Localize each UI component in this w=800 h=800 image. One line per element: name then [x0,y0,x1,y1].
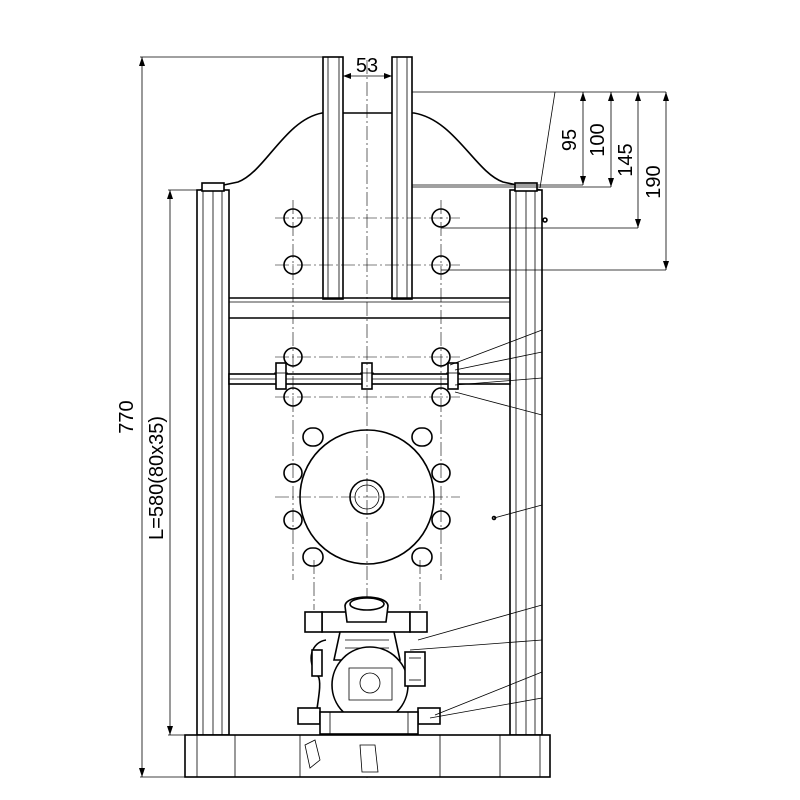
back-plate [229,297,510,319]
dimension-offsets: 95 100 145 190 [412,91,669,271]
base-plate [184,734,551,778]
column-right [509,182,548,736]
dimension-label-770: 770 [116,400,138,433]
top-bracket-plate [199,112,541,191]
dimension-label-100: 100 [587,123,609,156]
dimension-label-53: 53 [356,55,378,77]
leader-lines [409,329,543,719]
dimension-label-145: 145 [615,143,637,176]
dimension-overall-height: 770 [116,56,323,778]
dimension-column-length: L=580(80x35) [146,189,197,736]
dimension-label-190: 190 [643,165,665,198]
column-left [196,182,230,736]
dimension-top-width: 53 [343,55,392,79]
coupling-device [297,596,441,735]
dimension-label-column-length: L=580(80x35) [146,416,168,540]
slot-holes [302,427,433,567]
dimension-label-95: 95 [559,129,581,151]
lifting-lug-left [322,56,344,300]
lifting-lug-right [391,56,413,300]
mounting-rail [228,362,511,390]
